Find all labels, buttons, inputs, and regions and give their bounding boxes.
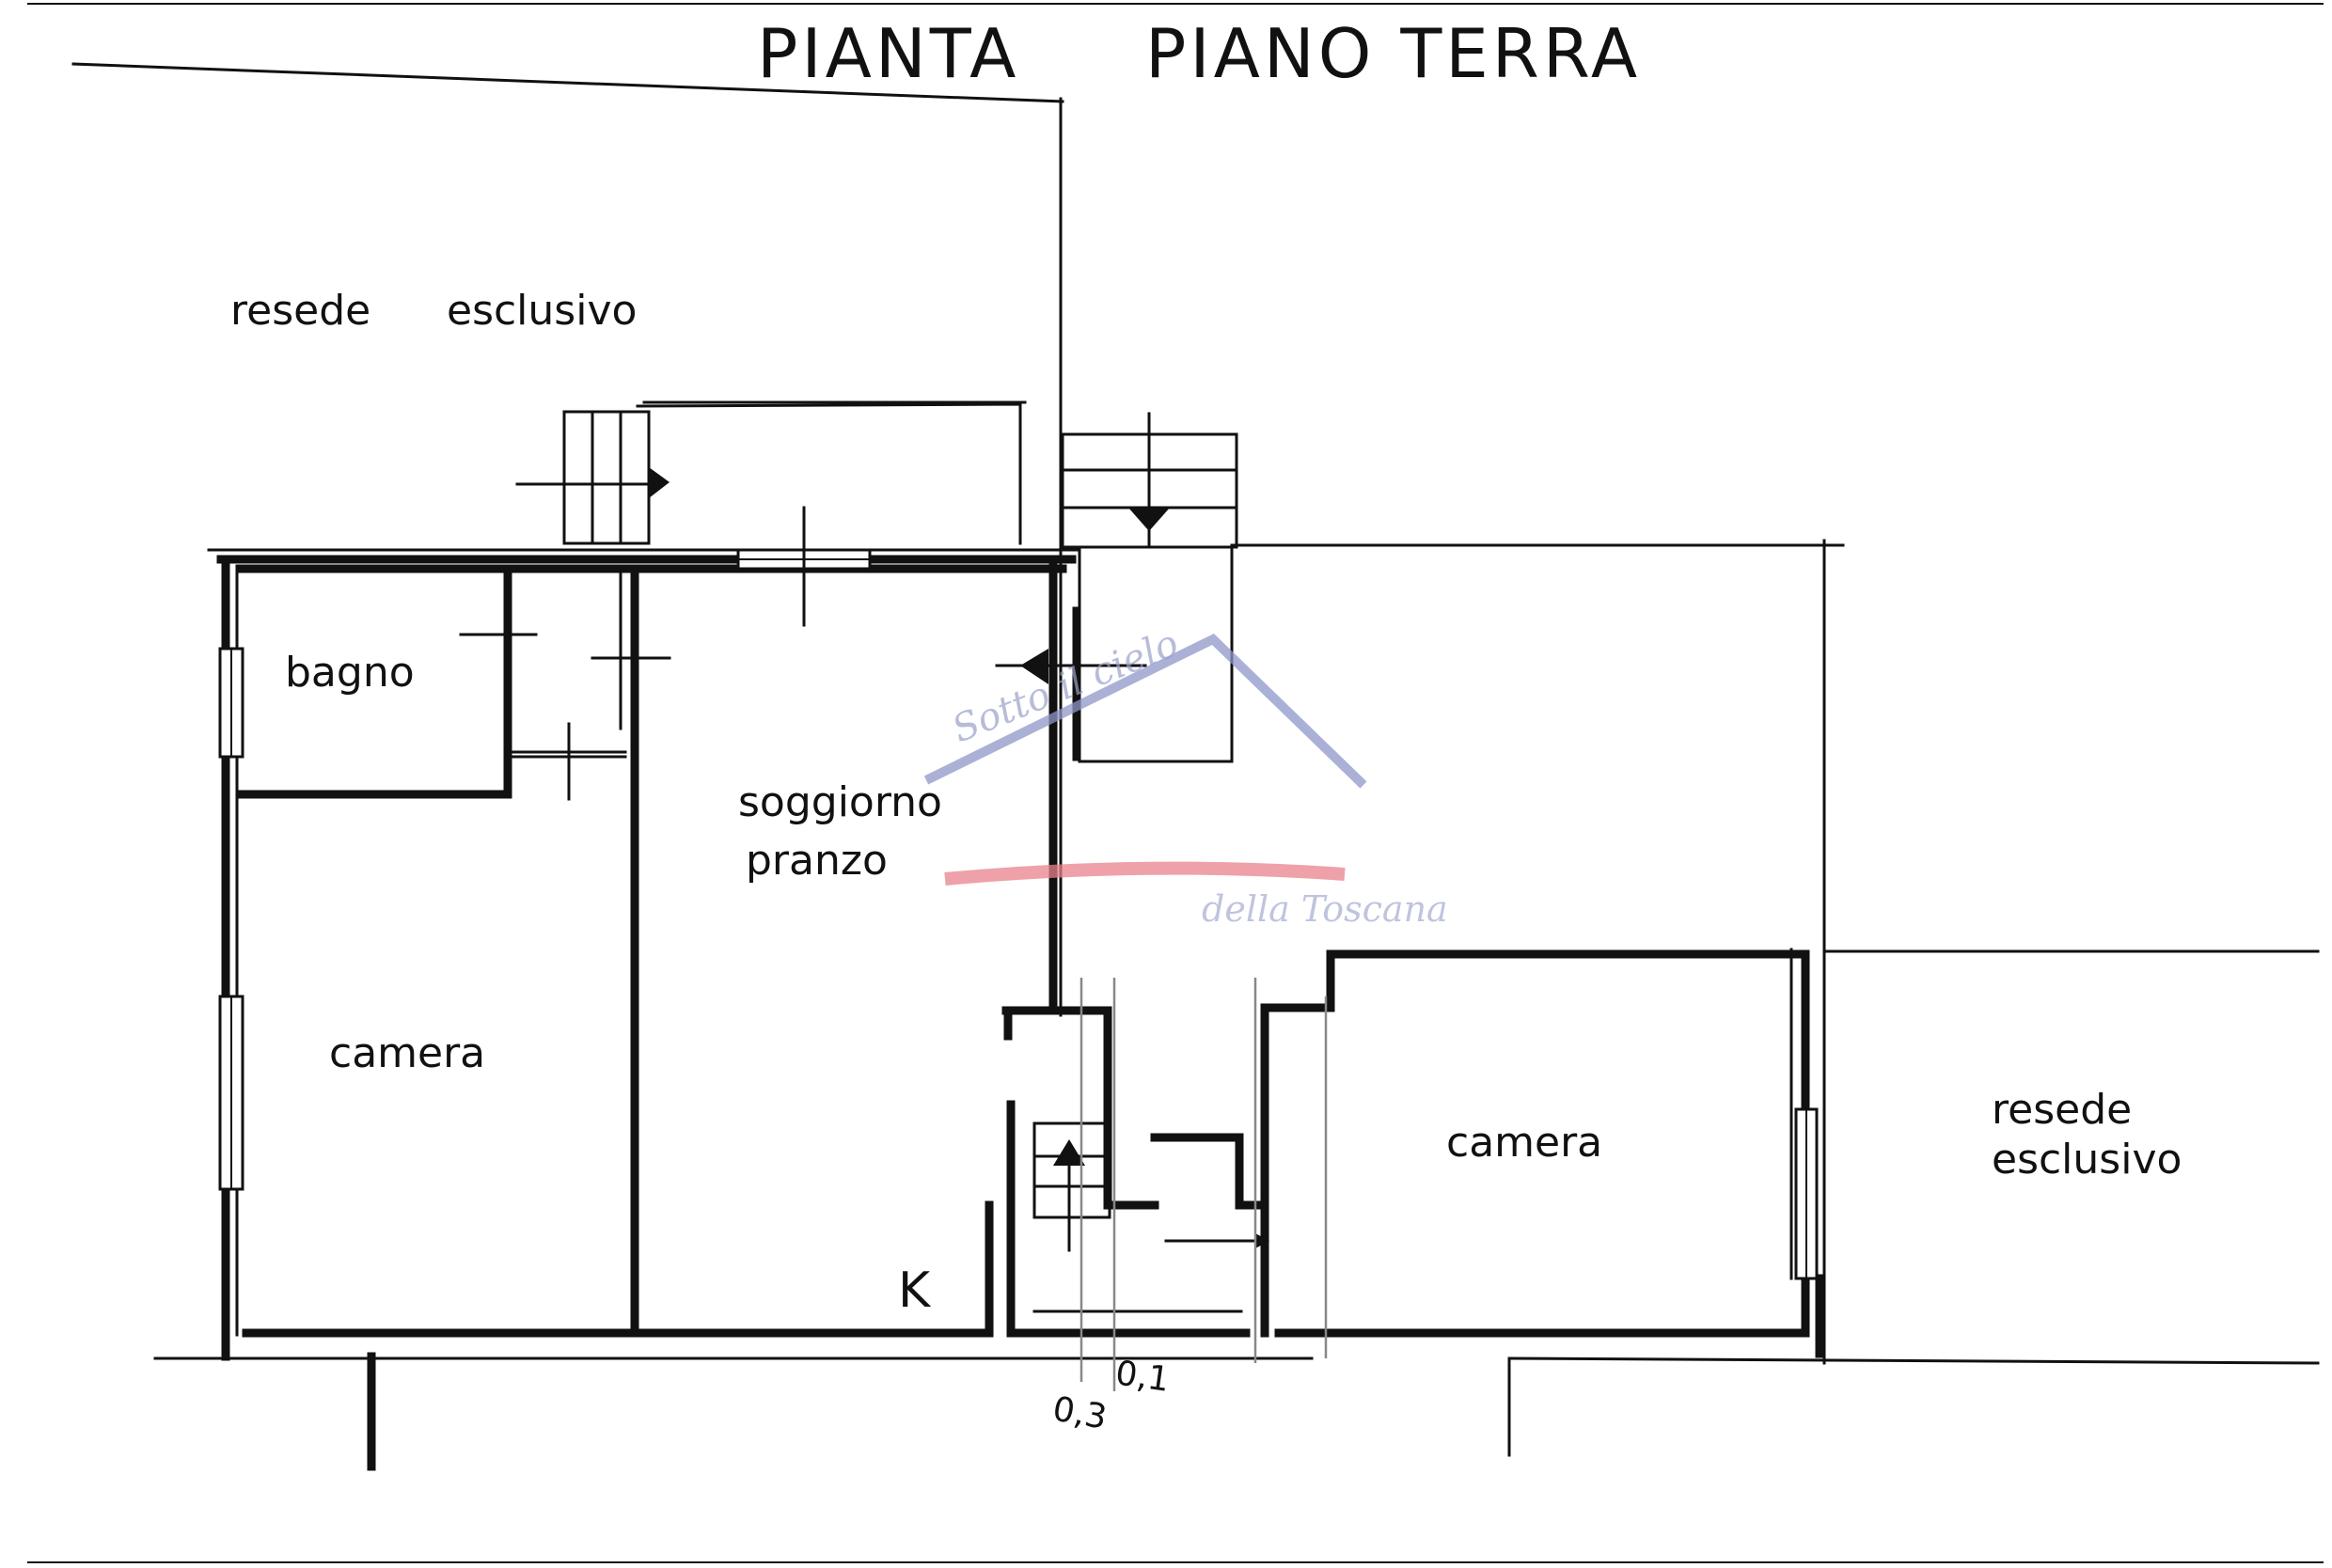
small-arrow-icon	[1255, 1233, 1269, 1248]
watermark-text-line1: Sotto il cielo	[947, 621, 1185, 751]
window-left-camera	[218, 995, 244, 1191]
kitchen-mark: K	[898, 1262, 932, 1319]
pencil-note-a: 0,3	[1049, 1389, 1110, 1436]
title-pianta: PIANTA	[757, 14, 1019, 93]
entrance-steps-right	[1061, 412, 1238, 549]
resede-top-word2: esclusivo	[447, 287, 637, 335]
watermark-logo: Sotto il cielo della Toscana	[923, 621, 1448, 930]
entrance-steps-left	[515, 400, 1027, 545]
watermark-text-line2: della Toscana	[1202, 888, 1448, 930]
room-label-bagno: bagno	[285, 649, 415, 697]
resede-top-word1: resede	[230, 287, 370, 335]
arrow-up-icon	[1053, 1139, 1085, 1166]
resede-right-word2: esclusivo	[1992, 1136, 2182, 1184]
room-label-camera-right: camera	[1446, 1119, 1602, 1167]
door-marks	[459, 633, 671, 801]
pencil-note-b: 0,1	[1113, 1354, 1172, 1400]
boundary-line-top	[71, 62, 1064, 103]
arrow-down-icon	[1128, 508, 1170, 531]
room-label-camera-left: camera	[329, 1029, 485, 1077]
resede-right-word1: resede	[1992, 1086, 2132, 1134]
arrow-right-icon	[649, 467, 670, 498]
window-left-bagno	[218, 647, 244, 759]
room-label-soggiorno: soggiorno	[738, 778, 942, 826]
title-piano-terra: PIANO TERRA	[1145, 14, 1641, 93]
room-label-pranzo: pranzo	[746, 837, 888, 885]
outer-walls	[207, 548, 1824, 1361]
pencil-marks	[1079, 978, 1328, 1391]
window-top	[736, 506, 872, 627]
boundary-line-bottom-right	[1507, 1356, 2320, 1365]
stair-hall	[1032, 1121, 1269, 1313]
window-right-camera	[1794, 1107, 1819, 1280]
arrow-left-icon	[1020, 649, 1048, 684]
porch-area	[995, 548, 1234, 763]
